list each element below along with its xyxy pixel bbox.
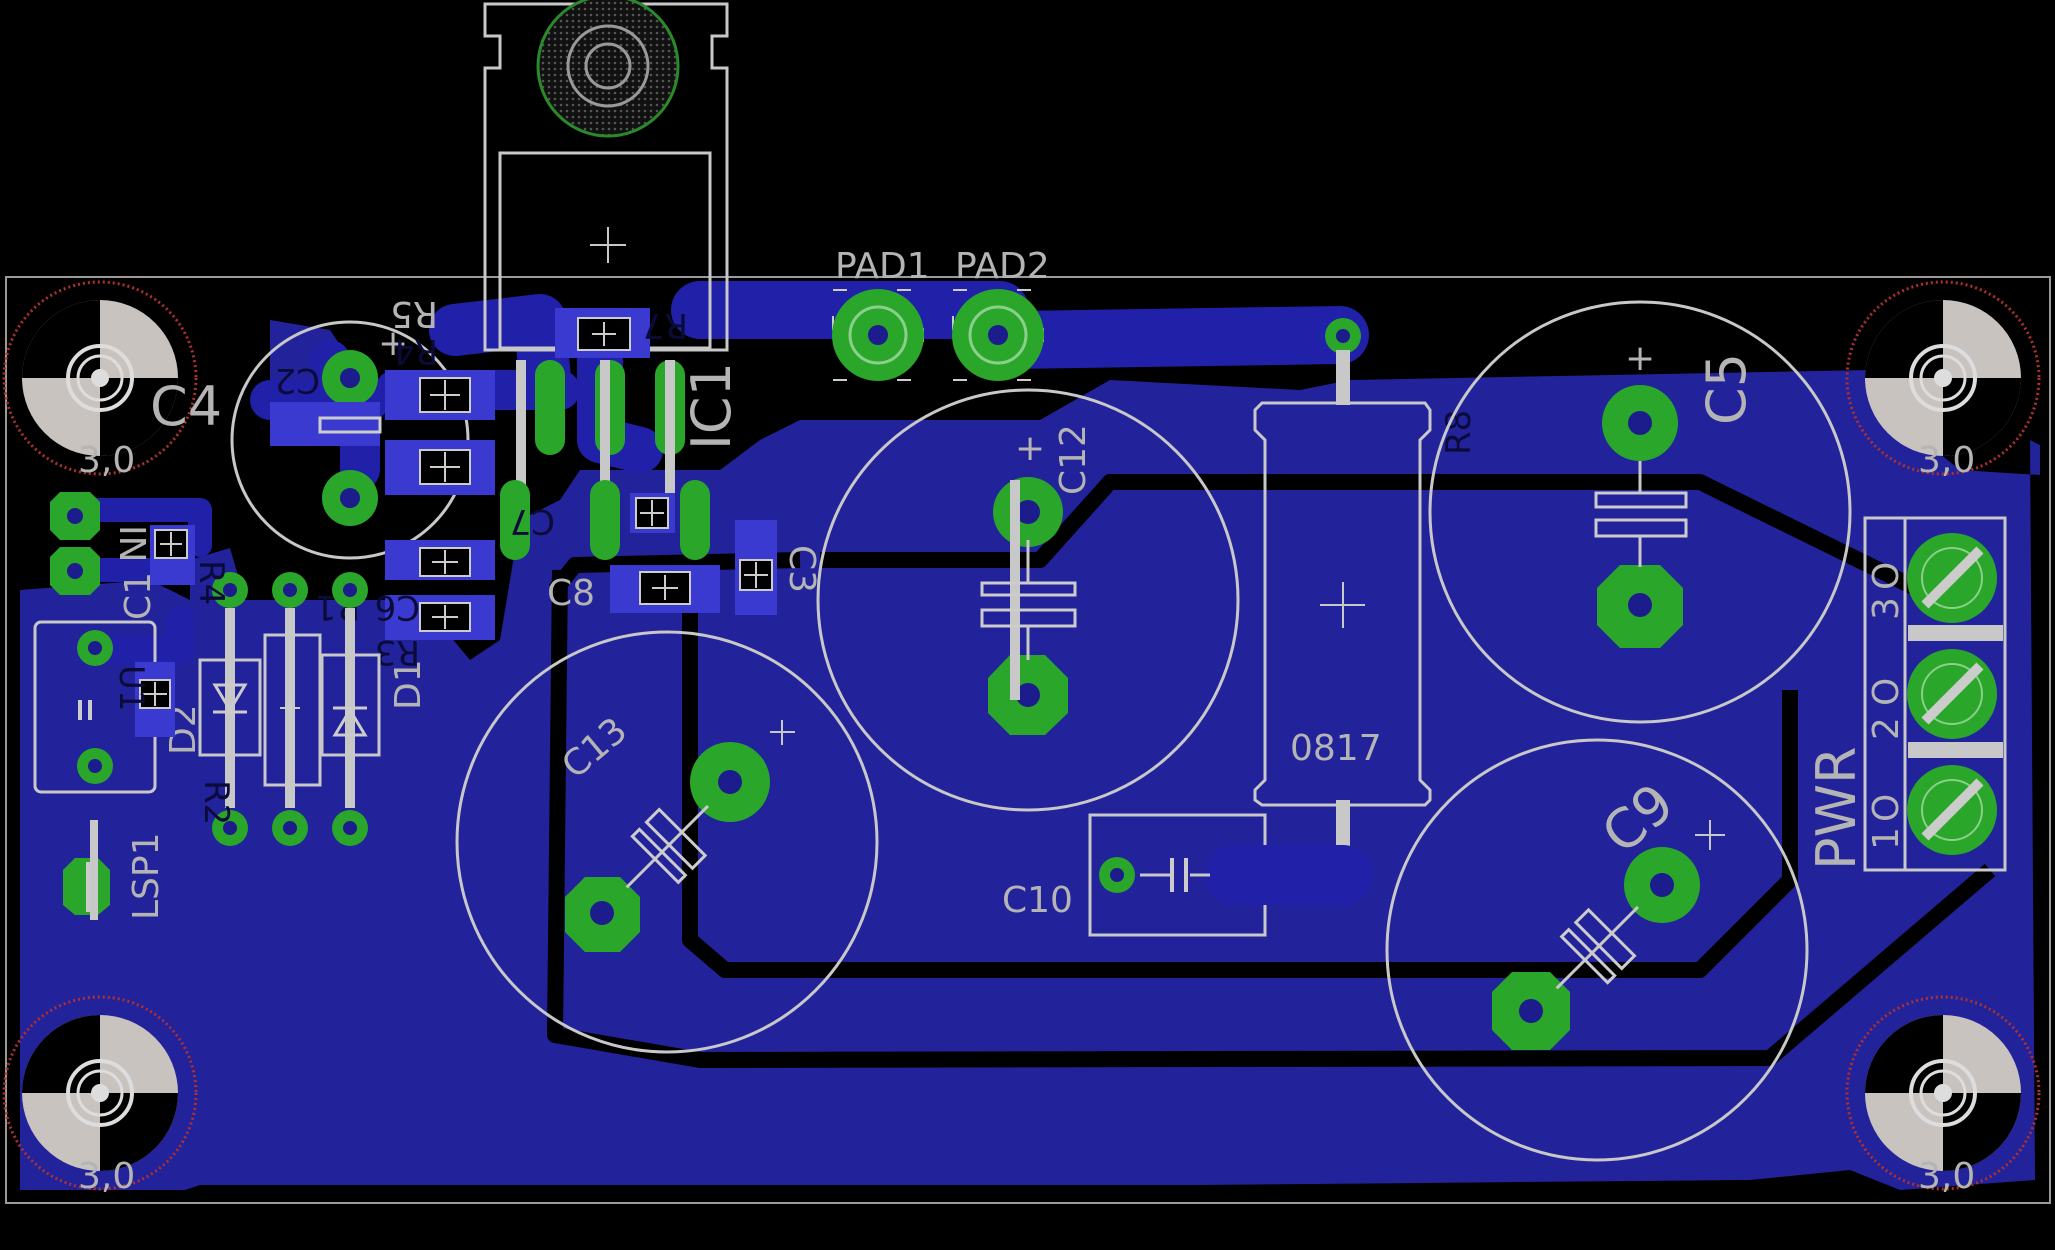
c9-capacitor: C9 bbox=[1385, 738, 1809, 1162]
mounting-hole-br: 3,0 bbox=[1845, 995, 2041, 1197]
r4-r5-resistors: R5 R4 bbox=[385, 293, 495, 495]
board-outline bbox=[5, 276, 2051, 1204]
u1-label: U1 bbox=[111, 665, 151, 712]
pwr-label: PWR bbox=[1805, 747, 1868, 870]
pwr-pin-1[interactable] bbox=[1907, 765, 1997, 855]
pad1-label: PAD1 bbox=[835, 246, 930, 287]
c10-capacitor: C10 bbox=[1002, 813, 1373, 937]
c1-capacitor: C1 bbox=[118, 525, 195, 620]
mounting-hole-tr: 3,0 bbox=[1845, 280, 2041, 481]
c8-capacitor: C8 bbox=[547, 565, 720, 614]
r3-label: R3 bbox=[375, 632, 420, 672]
r4-lower-label: R4 bbox=[191, 560, 231, 605]
c6-label: C6 bbox=[375, 587, 420, 627]
u1-component: U1 bbox=[33, 620, 175, 794]
r5-label: R5 bbox=[390, 293, 438, 334]
hole-size-label: 3,0 bbox=[1918, 1156, 1975, 1197]
plus-sign: + bbox=[1015, 428, 1045, 469]
diodes-group: R4 D2 R2 bbox=[163, 560, 381, 846]
c4-label: C4 bbox=[150, 375, 222, 438]
r7-label: R7 bbox=[643, 305, 688, 345]
pad2[interactable]: PAD2 bbox=[952, 246, 1050, 381]
plus-sign: + bbox=[1625, 338, 1655, 379]
in-label: IN bbox=[111, 525, 152, 563]
c5-capacitor: + C5 bbox=[1428, 300, 1852, 724]
c3-label: C3 bbox=[781, 545, 822, 593]
c7-capacitor: C7 bbox=[500, 480, 710, 560]
pwr-pin-3-label: 3 bbox=[1866, 597, 1907, 620]
c12-capacitor: + C12 bbox=[816, 388, 1240, 812]
mounting-hole-tl: 3,0 bbox=[2, 280, 198, 481]
c8-label: C8 bbox=[547, 573, 595, 614]
c6-r3-r1-group: C6 R3 R1 D1 bbox=[315, 540, 495, 710]
c2-label: C2 bbox=[275, 360, 320, 400]
in-connector[interactable]: IN bbox=[50, 492, 152, 595]
c1-label: C1 bbox=[118, 572, 159, 620]
r2-label: R2 bbox=[196, 780, 236, 825]
pad1[interactable]: PAD1 bbox=[832, 246, 930, 381]
hole-size-label: 3,0 bbox=[1918, 440, 1975, 481]
r4-label: R4 bbox=[393, 331, 438, 371]
lsp1-connector[interactable]: LSP1 bbox=[63, 820, 167, 920]
d1-label: D1 bbox=[388, 659, 429, 710]
pwr-pin-1-label: 1 bbox=[1866, 827, 1907, 850]
c7-label: C7 bbox=[510, 501, 555, 541]
ic1-label: IC1 bbox=[680, 362, 743, 450]
hole-size-label: 3,0 bbox=[78, 440, 135, 481]
pwr-pin-o1: O bbox=[1866, 794, 1907, 822]
pwr-pin-2[interactable] bbox=[1907, 649, 1997, 739]
c5-label: C5 bbox=[1695, 353, 1758, 425]
c2-capacitor: + C2 C4 bbox=[150, 320, 470, 560]
pwr-pin-2-label: 2 bbox=[1866, 717, 1907, 740]
pwr-pin-3[interactable] bbox=[1907, 533, 1997, 623]
r7-resistor: R7 bbox=[555, 305, 688, 358]
hole-size-label: 3,0 bbox=[78, 1156, 135, 1197]
pwr-pin-o2: O bbox=[1866, 678, 1907, 706]
r8-value: 0817 bbox=[1290, 728, 1382, 769]
pad2-label: PAD2 bbox=[955, 246, 1050, 287]
isolation-gaps bbox=[547, 474, 1996, 1068]
plus-sign: + bbox=[378, 323, 408, 364]
ic1-regulator: IC1 bbox=[483, 0, 743, 520]
c12-label: C12 bbox=[1053, 424, 1094, 495]
pwr-terminal-block[interactable]: O 3 O 2 O 1 PWR bbox=[1805, 516, 2007, 872]
c3-capacitor: C3 bbox=[735, 520, 822, 615]
c10-label: C10 bbox=[1002, 880, 1073, 921]
mounting-hole-bl: 3,0 bbox=[2, 995, 198, 1197]
lsp1-label: LSP1 bbox=[126, 832, 167, 920]
pwr-pin-o3: O bbox=[1866, 562, 1907, 590]
